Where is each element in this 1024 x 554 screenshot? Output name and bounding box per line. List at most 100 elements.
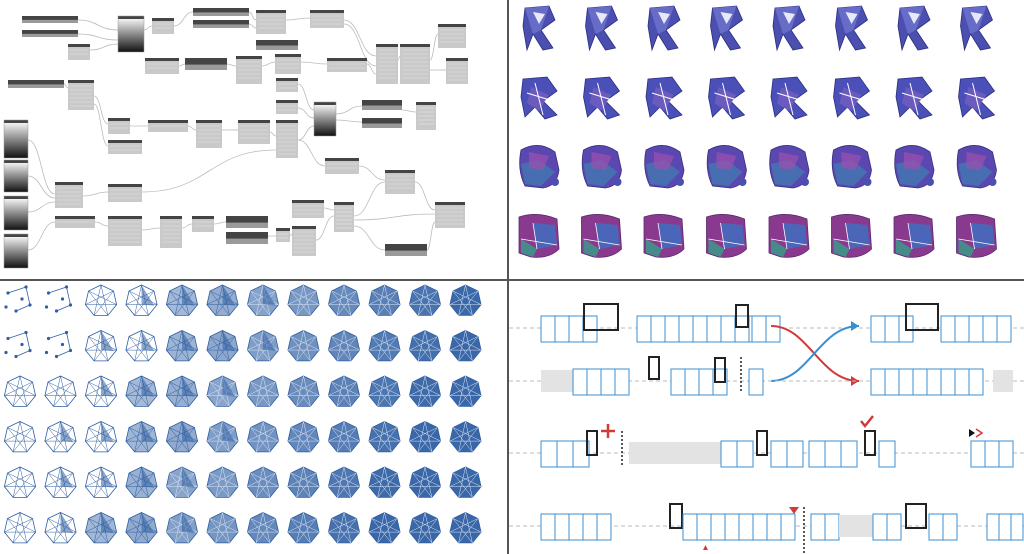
evolved-shape (769, 145, 810, 189)
polyhedron (327, 466, 361, 498)
poly-edge (250, 381, 279, 396)
poly-face (182, 421, 195, 443)
poly-edge (88, 518, 109, 544)
graph-wire (181, 223, 193, 229)
poly-edge (368, 472, 398, 487)
poly-edge (412, 472, 441, 487)
polyhedra-evolution-grid (3, 284, 482, 544)
poly-edge (88, 427, 109, 453)
gene-block (810, 513, 826, 541)
poly-face (182, 512, 195, 534)
poly-edges (48, 286, 71, 312)
node-body (446, 61, 468, 84)
node-body (145, 61, 179, 74)
poly-edge (85, 381, 114, 396)
poly-edge (424, 512, 433, 543)
polyhedron (84, 330, 118, 362)
poly-outline (449, 421, 482, 453)
graph-wire (27, 175, 56, 199)
poly-edge (290, 472, 320, 487)
poly-edge (336, 518, 357, 544)
graph-node (108, 216, 142, 246)
shape-facet (833, 239, 850, 257)
node-header (192, 216, 214, 219)
graph-wire (226, 63, 237, 67)
poly-edge (328, 472, 357, 487)
shape-facet (595, 223, 620, 249)
node-header (118, 16, 144, 19)
evolved-shape (581, 145, 622, 189)
gene-block (968, 368, 984, 396)
shape-facet (771, 239, 787, 257)
poly-edge (458, 290, 479, 316)
poly-edge (88, 336, 109, 362)
polyhedron (165, 375, 199, 407)
poly-edge (452, 381, 473, 407)
poly-edge (417, 290, 438, 316)
gene-block (786, 440, 804, 468)
graph-wire (213, 221, 227, 225)
node-header (334, 202, 354, 205)
poly-edge (458, 336, 479, 362)
poly-face (101, 512, 114, 534)
shape-node (676, 178, 684, 186)
poly-outline (3, 466, 37, 498)
vertex-point (54, 354, 59, 359)
node-body (22, 19, 78, 23)
poly-outline (449, 375, 482, 407)
poly-edge (409, 336, 438, 351)
node-header (276, 228, 290, 231)
poly-face (222, 330, 236, 352)
node-graph-canvas (3, 8, 468, 269)
gene-block (870, 315, 886, 343)
poly-edge (336, 472, 357, 498)
poly-outline (368, 466, 401, 498)
poly-edge (331, 336, 352, 362)
gene-block (928, 513, 944, 541)
node-header (108, 216, 142, 219)
graph-wire (297, 83, 315, 111)
polyhedron (368, 284, 401, 316)
poly-edge (331, 381, 352, 407)
poly-edge (19, 421, 28, 452)
graph-node (275, 54, 301, 74)
vertex-point (46, 336, 51, 341)
poly-edge (4, 381, 33, 396)
poly-outline (246, 512, 280, 544)
gene-block (872, 513, 888, 541)
shape-node (613, 178, 622, 186)
shape-facet (646, 239, 662, 257)
poly-edge (452, 472, 482, 487)
poly-edge (303, 284, 311, 316)
node-header (276, 100, 298, 103)
vertex-point (54, 309, 59, 313)
gene-block (738, 513, 754, 541)
poly-edge (412, 427, 433, 453)
node-body (276, 81, 298, 92)
poly-edge (125, 290, 155, 305)
graph-wire (261, 61, 276, 67)
evolved-shape (768, 214, 810, 258)
graph-node (292, 226, 316, 256)
polyhedron (408, 421, 442, 453)
graph-wire (27, 201, 56, 213)
polyhedron (246, 512, 280, 544)
node-header (55, 216, 95, 219)
poly-edge (12, 427, 33, 453)
shape-node (801, 178, 809, 186)
poly-edge (384, 375, 392, 407)
evolved-shape (772, 5, 806, 52)
node-body (68, 83, 94, 110)
gene-block (878, 440, 896, 468)
polyhedron (165, 421, 199, 453)
node-body (435, 205, 465, 228)
poly-edge (303, 421, 311, 452)
gene-block (696, 513, 712, 541)
node-body (256, 45, 298, 50)
shape-facet (583, 239, 600, 257)
polyhedron (4, 285, 32, 313)
graph-node (276, 78, 298, 92)
poly-edge (331, 290, 352, 316)
poly-edge (331, 518, 360, 533)
shape-edges (645, 222, 683, 250)
